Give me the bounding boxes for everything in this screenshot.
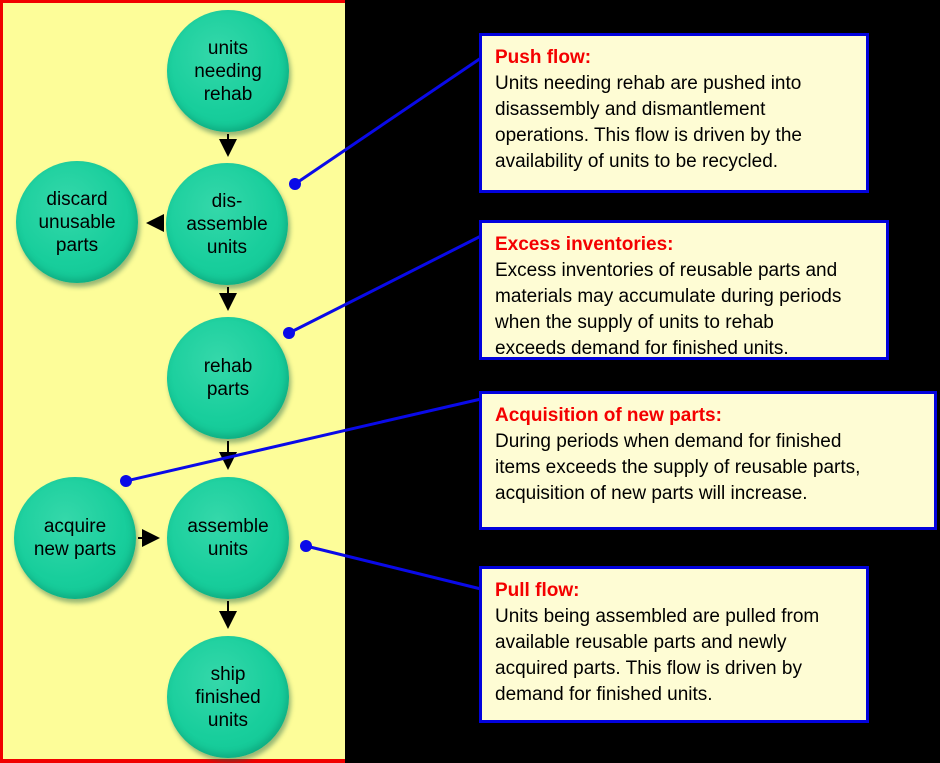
callout-body: Excess inventories of reusable parts and… [495,260,842,359]
callout-title: Excess inventories: [495,234,674,255]
node-units-needing-rehab: units needing rehab [167,10,289,132]
node-discard-unusable-parts: discard unusable parts [16,161,138,283]
node-label: units needing rehab [194,37,262,105]
callout-body: Units needing rehab are pushed into disa… [495,73,802,172]
node-label: dis- assemble units [186,190,268,258]
node-assemble-units: assemble units [167,477,289,599]
node-label: assemble units [187,516,269,560]
callout-body: Units being assembled are pulled from av… [495,606,820,705]
node-rehab-parts: rehab parts [167,317,289,439]
callout-body: During periods when demand for finished … [495,431,861,504]
callout-title: Pull flow: [495,580,580,601]
node-label: acquire new parts [33,516,117,560]
node-acquire-new-parts: acquire new parts [14,477,136,599]
node-label: ship finished units [195,663,261,731]
callout-title: Push flow: [495,47,592,68]
callout-excess-inventories: Excess inventories: Excess inventories o… [479,220,889,360]
node-ship-finished-units: ship finished units [167,636,289,758]
callout-title: Acquisition of new parts: [495,405,722,426]
node-disassemble-units: dis- assemble units [166,163,288,285]
callout-push-flow: Push flow: Units needing rehab are pushe… [479,33,869,193]
callout-pull-flow: Pull flow: Units being assembled are pul… [479,566,869,723]
node-label: rehab parts [203,356,253,400]
node-label: discard unusable parts [38,188,116,256]
callout-acquisition-of-new-parts: Acquisition of new parts: During periods… [479,391,937,530]
